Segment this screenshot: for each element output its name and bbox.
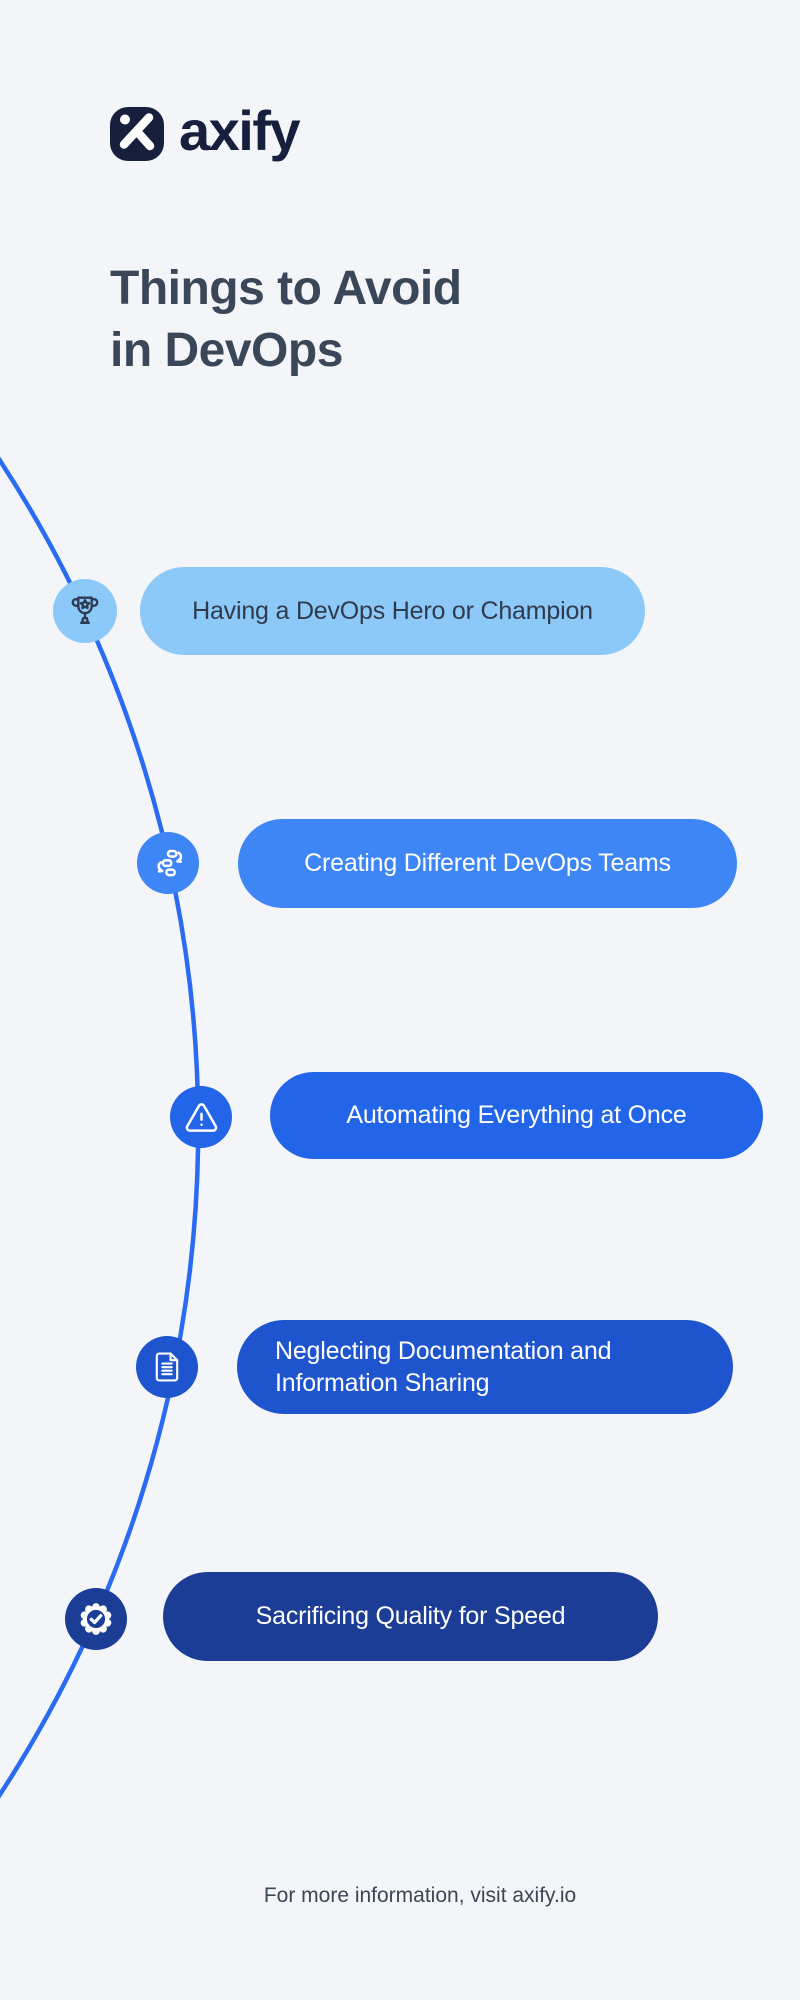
trophy-icon xyxy=(71,596,99,624)
page-title: Things to Avoid in DevOps xyxy=(110,258,462,383)
item-label-1: Having a DevOps Hero or Champion xyxy=(192,596,593,625)
item-pill-1: Having a DevOps Hero or Champion xyxy=(140,567,645,655)
item-label-5: Sacrificing Quality for Speed xyxy=(255,1602,566,1630)
item-pill-4: Neglecting Documentation and Information… xyxy=(237,1320,733,1414)
logo: axify xyxy=(110,99,301,165)
item-label-2: Creating Different DevOps Teams xyxy=(304,849,671,877)
item-pill-3: Automating Everything at Once xyxy=(270,1072,763,1159)
item-pill-5: Sacrificing Quality for Speed xyxy=(163,1572,658,1661)
page-title-line2: in DevOps xyxy=(110,324,343,378)
page-title-line1: Things to Avoid xyxy=(110,262,462,315)
item-badge-3 xyxy=(170,1086,232,1148)
workflow-loop-icon xyxy=(157,849,183,877)
item-pill-2: Creating Different DevOps Teams xyxy=(238,819,737,908)
document-icon xyxy=(155,1352,179,1382)
item-badge-2 xyxy=(137,832,199,894)
item-badge-1 xyxy=(53,579,117,643)
item-label-3: Automating Everything at Once xyxy=(346,1101,687,1129)
warning-triangle-icon xyxy=(185,1102,217,1132)
item-label-4: Neglecting Documentation and Information… xyxy=(275,1337,612,1397)
axify-logo-icon xyxy=(110,107,164,161)
item-badge-4 xyxy=(136,1336,198,1398)
badge-check-icon xyxy=(80,1603,112,1635)
footer-note: For more information, visit axify.io xyxy=(263,1884,577,1907)
item-badge-5 xyxy=(65,1588,127,1650)
brand-name: axify xyxy=(179,99,301,162)
